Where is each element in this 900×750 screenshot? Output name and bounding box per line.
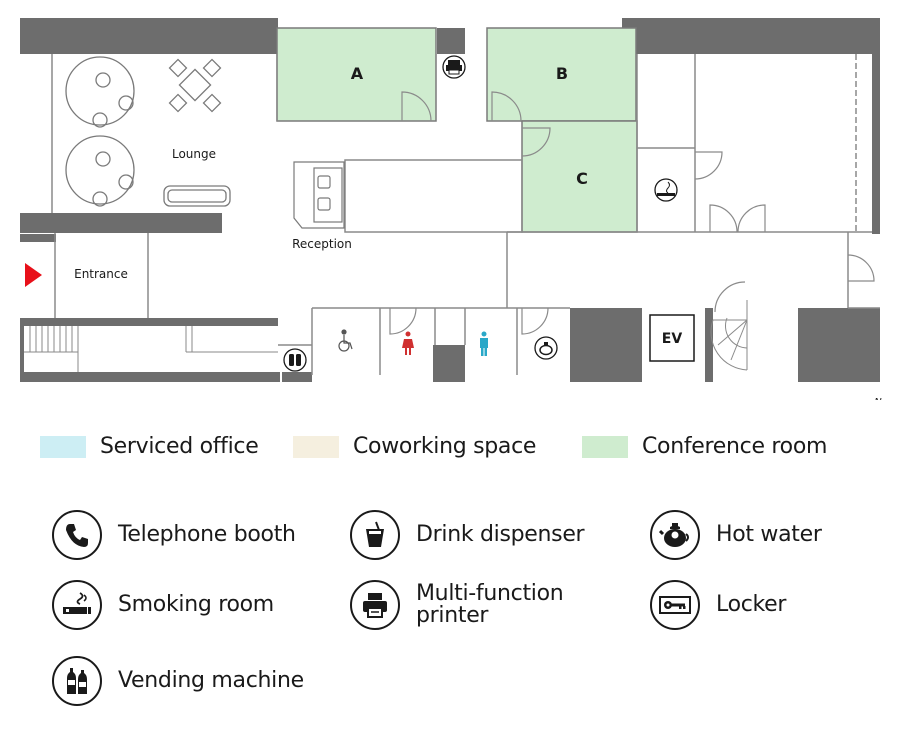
key-drink-dispenser: Drink dispenser bbox=[350, 510, 585, 560]
conference-room-label: Conference room bbox=[642, 434, 828, 459]
key-locker: Locker bbox=[650, 580, 786, 630]
reception-label: Reception bbox=[292, 237, 352, 251]
hot-water-label: Hot water bbox=[716, 522, 822, 547]
telephone-booth-icon bbox=[52, 510, 102, 560]
lounge-furniture bbox=[65, 56, 231, 207]
reception-desk bbox=[293, 161, 345, 229]
lounge-label: Lounge bbox=[172, 147, 216, 161]
mens-restroom-icon bbox=[480, 331, 488, 356]
entrance-arrow-icon bbox=[25, 263, 42, 287]
key-hot-water: Hot water bbox=[650, 510, 822, 560]
telephone-booth-label: Telephone booth bbox=[118, 522, 296, 547]
coworking-space-label: Coworking space bbox=[353, 434, 537, 459]
smoking-room-label: Smoking room bbox=[118, 592, 274, 617]
locker-label: Locker bbox=[716, 592, 787, 617]
elevator[interactable]: EV bbox=[649, 314, 695, 362]
multi-function-printer-label: Multi-function printer bbox=[416, 581, 564, 628]
womens-restroom-icon bbox=[402, 331, 414, 355]
drink-dispenser-label: Drink dispenser bbox=[416, 522, 585, 547]
key-telephone-booth: Telephone booth bbox=[52, 510, 296, 560]
multi-function-printer-icon bbox=[350, 580, 400, 630]
spiral-staircase bbox=[710, 300, 748, 371]
printer-map-icon bbox=[442, 55, 466, 79]
legend-conference-room: Conference room bbox=[582, 434, 827, 459]
conference-room-b-label: B bbox=[556, 64, 568, 83]
serviced-office-label: Serviced office bbox=[100, 434, 259, 459]
drink-dispenser-icon bbox=[350, 510, 400, 560]
conference-room-a-label: A bbox=[351, 64, 364, 83]
key-smoking-room: Smoking room bbox=[52, 580, 274, 630]
smoking-room-icon bbox=[52, 580, 102, 630]
elevator-label: EV bbox=[662, 331, 683, 347]
compass-icon: N bbox=[874, 397, 882, 400]
partitions bbox=[51, 54, 880, 375]
stairs-left bbox=[24, 326, 278, 372]
doors bbox=[389, 91, 875, 335]
serviced-office-swatch bbox=[40, 435, 86, 458]
legend-coworking-space: Coworking space bbox=[293, 434, 536, 459]
walls bbox=[20, 18, 880, 382]
conference-room-swatch bbox=[582, 435, 628, 458]
compass-north-label: N bbox=[874, 397, 882, 400]
conference-room-a[interactable] bbox=[276, 27, 437, 122]
hot-water-icon bbox=[650, 510, 700, 560]
conference-room-c[interactable] bbox=[521, 120, 638, 233]
conference-room-c-label: C bbox=[576, 169, 588, 188]
multi-function-printer-label-line-1: Multi-function bbox=[416, 581, 564, 606]
locker-icon bbox=[650, 580, 700, 630]
vending-machine-icon bbox=[52, 656, 102, 706]
smoking-room-map-icon bbox=[654, 178, 678, 202]
hot-water-map-icon bbox=[534, 336, 558, 360]
vending-machine-map-icon bbox=[283, 348, 307, 372]
legend-serviced-office: Serviced office bbox=[40, 434, 259, 459]
multi-function-printer-label-line-2: printer bbox=[416, 603, 489, 628]
key-multi-function-printer: Multi-function printer bbox=[350, 580, 564, 630]
vending-machine-label: Vending machine bbox=[118, 668, 304, 693]
accessible-restroom-icon bbox=[338, 329, 353, 352]
entrance-label: Entrance bbox=[74, 267, 128, 281]
floor-plan: A B C Lounge Reception Entrance EV bbox=[20, 18, 882, 400]
coworking-space-swatch bbox=[293, 435, 339, 458]
key-vending-machine: Vending machine bbox=[52, 656, 304, 706]
